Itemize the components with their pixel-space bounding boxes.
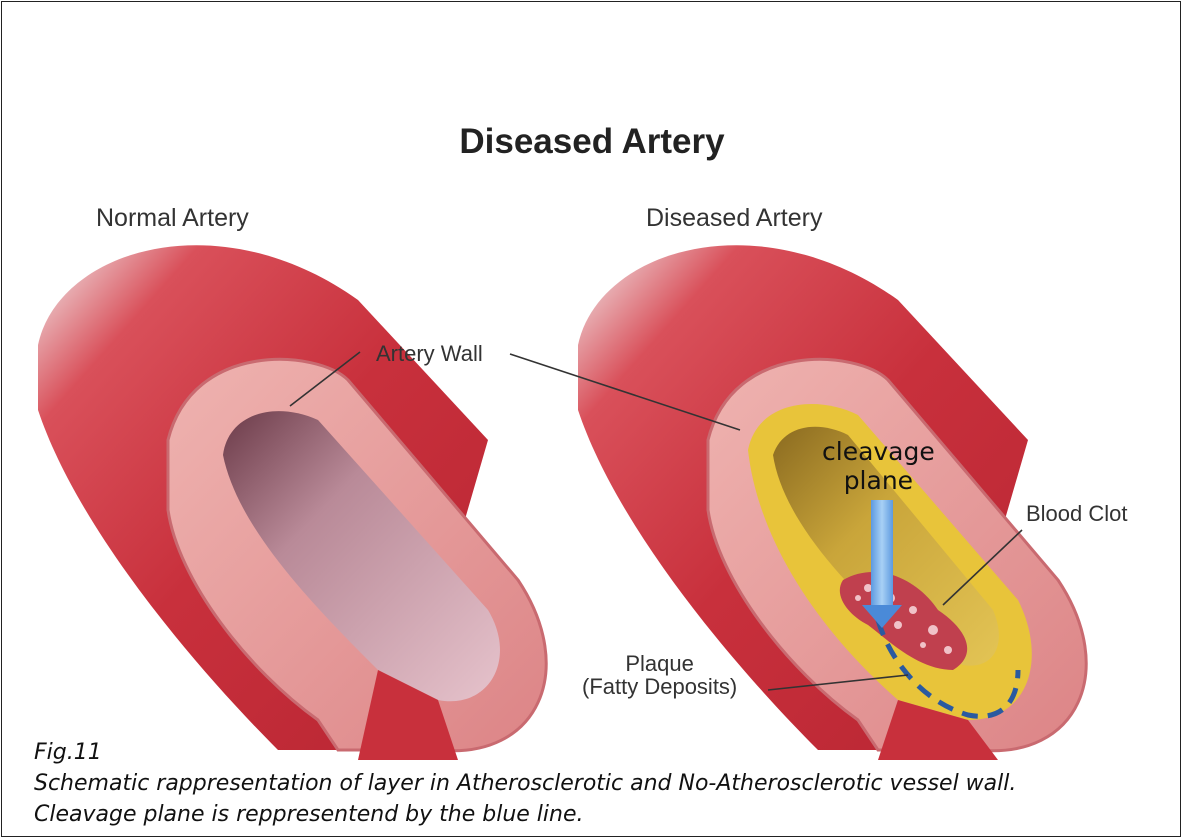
blood-clot-callout: Blood Clot	[1026, 502, 1128, 525]
figure-title: Diseased Artery	[0, 122, 1184, 162]
figure-caption: Fig.11 Schematic rappresentation of laye…	[34, 738, 1016, 830]
plaque-callout: Plaque (Fatty Deposits)	[582, 652, 737, 698]
artery-wall-callout: Artery Wall	[376, 342, 483, 365]
cleavage-plane-callout: cleavage plane	[822, 438, 935, 496]
caption-fig-number: Fig.11	[34, 738, 1016, 769]
plaque-callout-line2: (Fatty Deposits)	[582, 675, 737, 698]
caption-line-1: Schematic rappresentation of layer in At…	[34, 769, 1016, 800]
normal-artery	[38, 245, 546, 760]
cleavage-callout-line2: plane	[822, 467, 935, 496]
normal-artery-label: Normal Artery	[96, 204, 249, 233]
diseased-artery-label: Diseased Artery	[646, 204, 822, 233]
cleavage-callout-line1: cleavage	[822, 438, 935, 467]
plaque-callout-line1: Plaque	[582, 652, 737, 675]
caption-line-2: Cleavage plane is reppresentend by the b…	[34, 800, 1016, 831]
